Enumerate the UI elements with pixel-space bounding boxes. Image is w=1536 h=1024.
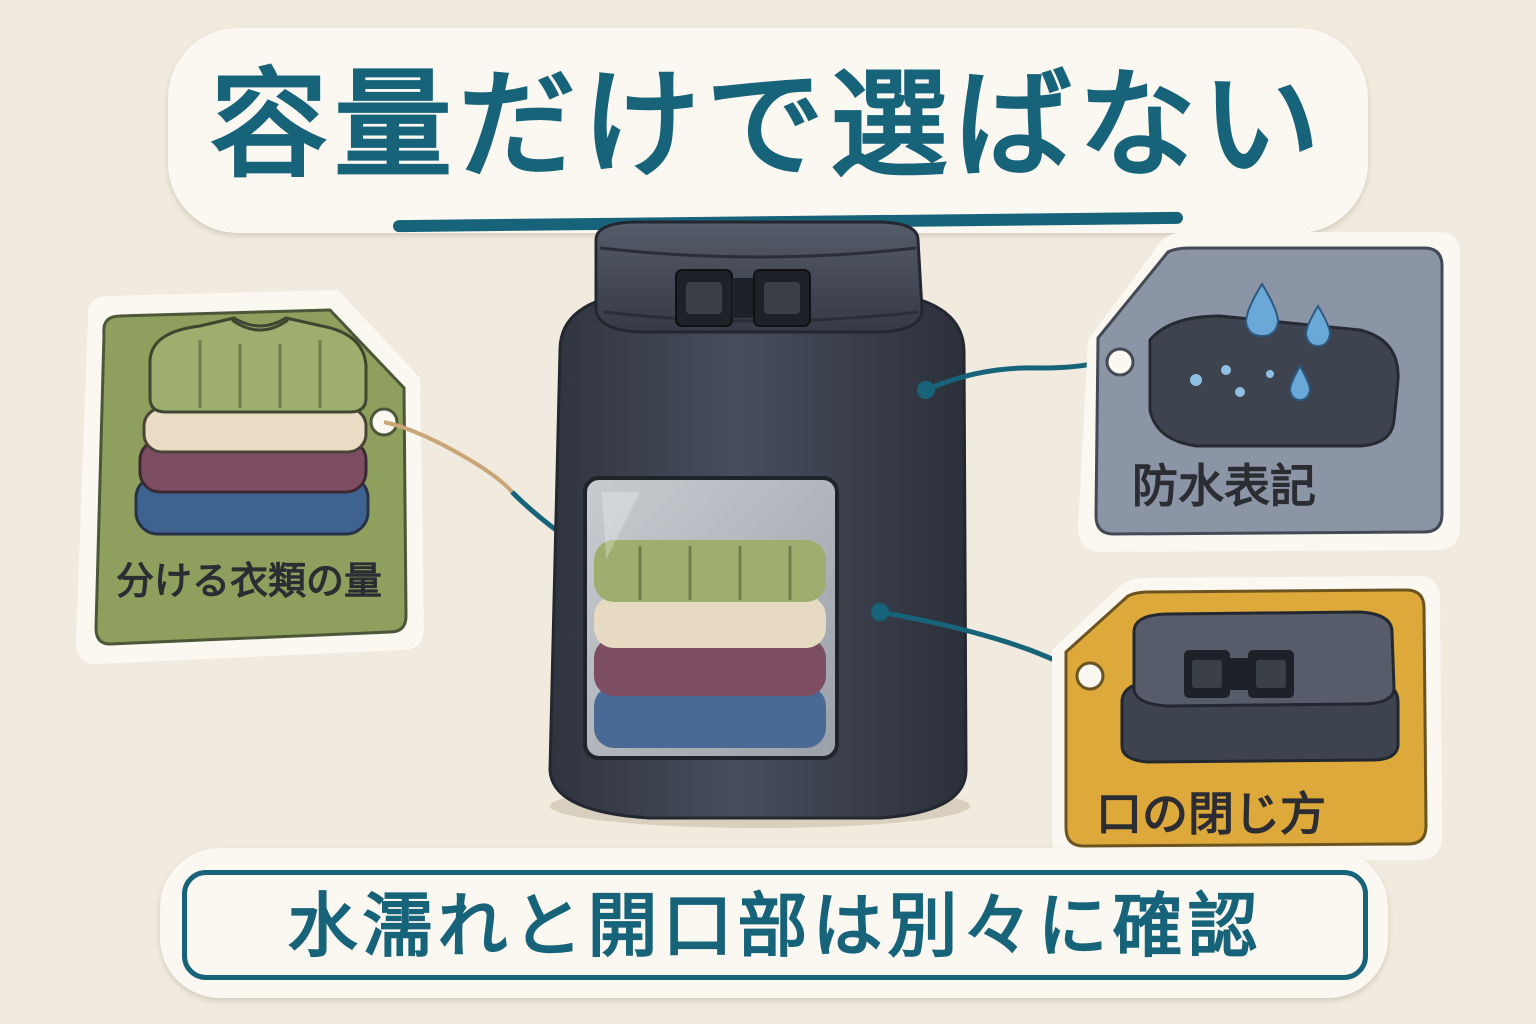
water-drops-icon — [1148, 282, 1400, 448]
tag-clothes: 分ける衣類の量 — [76, 290, 637, 664]
bottom-message: 水濡れと開口部は別々に確認 — [287, 885, 1263, 967]
tag-waterproof: 防水表記 — [1078, 232, 1460, 552]
bottom-message-box: 水濡れと開口部は別々に確認 — [182, 870, 1368, 980]
sweater-stack-icon — [134, 316, 370, 536]
tag-waterproof-label: 防水表記 — [1132, 459, 1316, 513]
bottom-banner: 水濡れと開口部は別々に確認 — [160, 848, 1388, 998]
tag-clothes-label: 分ける衣類の量 — [116, 559, 382, 603]
roll-top-buckle-icon — [1120, 610, 1400, 764]
tag-closure: 口の閉じ方 — [1052, 576, 1442, 862]
tag-closure-label: 口の閉じ方 — [1096, 787, 1326, 841]
page-title: 容量だけで選ばない — [209, 56, 1326, 194]
buckle-icon — [675, 269, 811, 327]
dry-bag-icon — [548, 220, 970, 828]
title-banner: 容量だけで選ばない — [168, 28, 1368, 233]
